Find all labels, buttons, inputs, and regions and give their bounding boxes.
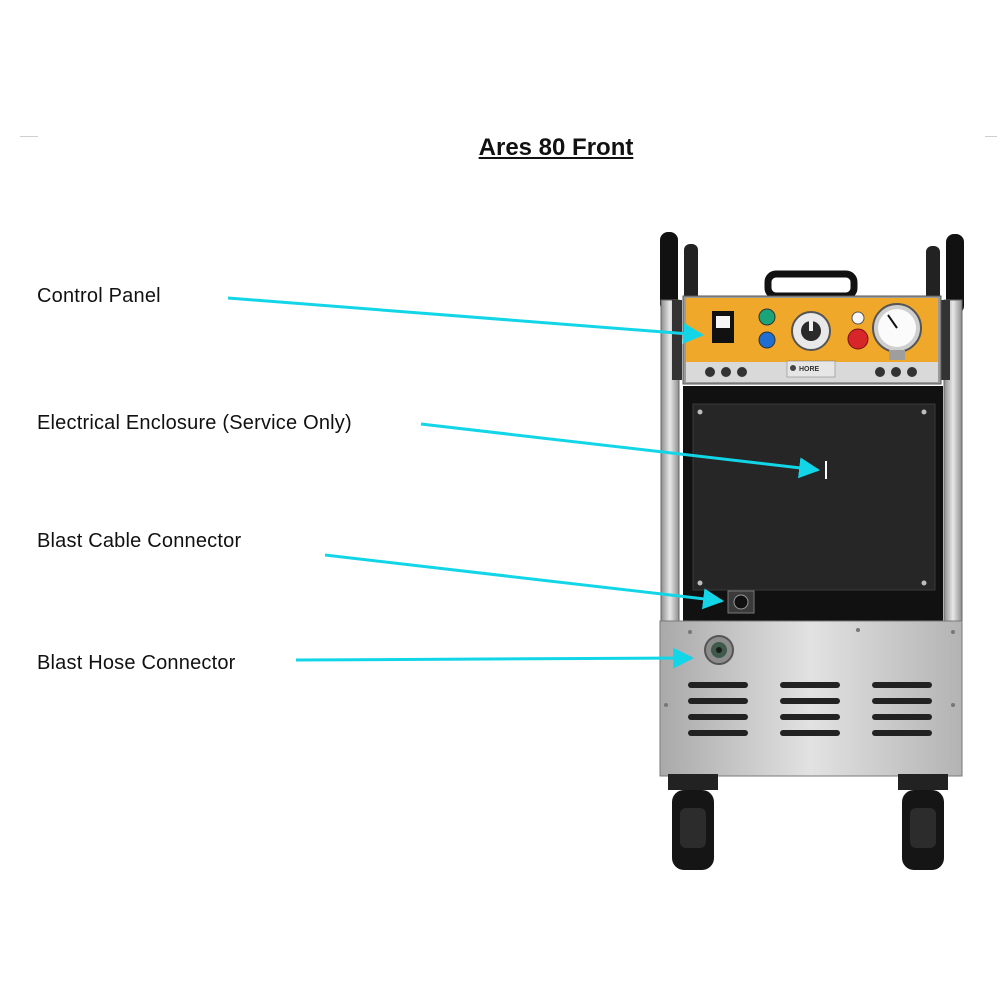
top-right-rule — [985, 136, 997, 137]
arrow-electrical-enclosure — [420, 422, 821, 479]
arrow-control-panel — [227, 296, 705, 344]
label-blast-cable-connector: Blast Cable Connector — [37, 530, 242, 552]
blast-hose-connector — [704, 635, 734, 665]
electrical-enclosure — [683, 386, 943, 622]
label-blast-hose-connector: Blast Hose Connector — [37, 652, 236, 674]
arrow-blast-cable-connector — [324, 553, 725, 610]
blast-cable-connector — [727, 590, 755, 614]
wheels — [668, 774, 948, 870]
label-control-panel: Control Panel — [37, 285, 161, 307]
arrow-blast-hose-connector — [295, 647, 695, 669]
callout-arrows — [227, 296, 821, 669]
panel-brand-text: HORE — [799, 366, 820, 373]
control-panel: HORE — [682, 295, 942, 385]
diagram-title: Ares 80 Front — [478, 134, 634, 161]
label-electrical-enclosure: Electrical Enclosure (Service Only) — [37, 412, 352, 434]
top-left-rule — [20, 136, 38, 137]
frame-rails — [660, 299, 963, 641]
